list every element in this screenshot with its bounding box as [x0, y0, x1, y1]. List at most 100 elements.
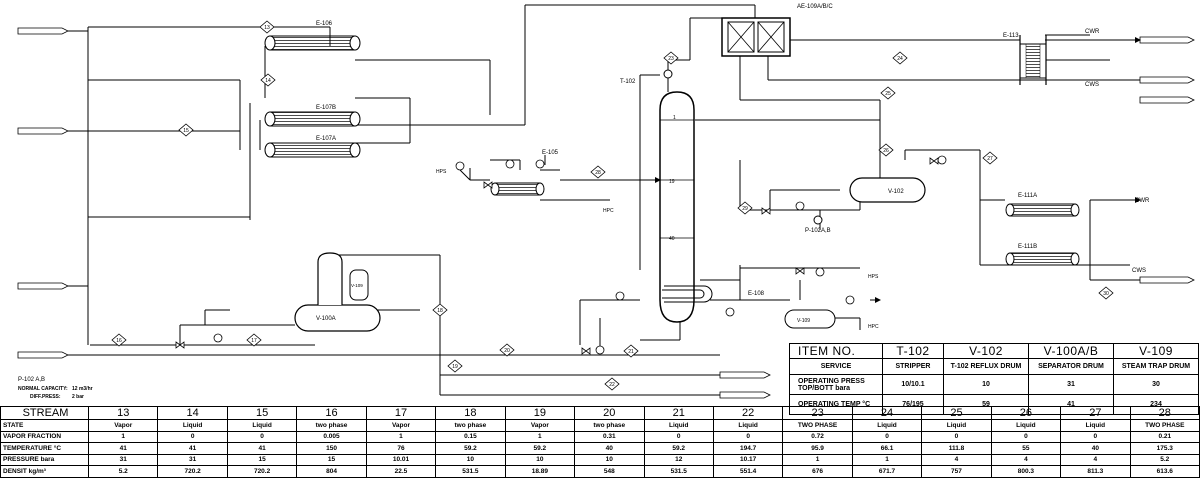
e107b-label: E-107B — [316, 105, 336, 111]
item-t102: T-102 — [882, 343, 944, 359]
stream-tag-14-label: 14 — [265, 78, 271, 84]
stream-cell: Liquid — [712, 419, 784, 432]
stream-tag-25-label: 25 — [885, 91, 891, 97]
stream-col-15: 15 — [226, 406, 298, 420]
stream-cell: 720.2 — [226, 465, 298, 478]
stream-cell: 76 — [365, 442, 437, 455]
stream-col-17: 17 — [365, 406, 437, 420]
e113-label: E-113 — [1003, 33, 1019, 39]
stream-cell: 10 — [435, 453, 506, 466]
pressure-row: OPERATING PRESS TOP/BOTT bara 10/10.1 10… — [789, 374, 1199, 395]
stream-cell: two phase — [574, 419, 645, 432]
stream-tag-18-label: 18 — [437, 308, 443, 314]
stream-row-label: PRESSURE bara — [0, 453, 89, 466]
stream-tag-26: 26 — [878, 143, 894, 157]
equipment-table-head-row: ITEM NO. T-102 V-102 V-100A/B V-109 — [789, 343, 1199, 359]
stream-cell: 0 — [712, 430, 784, 443]
exchanger-e111b: E-111B CWS — [1005, 244, 1146, 274]
stream-cell: Liquid — [921, 419, 992, 432]
air-cooler-ae109: AE-109A/B/C — [721, 4, 833, 57]
stream-cell: TWO PHASE — [1129, 419, 1200, 432]
stream-tag-20-label: 20 — [504, 348, 510, 354]
piping — [68, 4, 1140, 396]
stream-cell: 551.4 — [712, 465, 784, 478]
stream-tag-18: 18 — [432, 303, 448, 317]
stream-cell: 41 — [157, 442, 228, 455]
stream-cell: 10.17 — [712, 453, 784, 466]
stream-col-13: 13 — [87, 406, 159, 420]
instruments — [175, 155, 947, 355]
stream-col-23: 23 — [782, 406, 853, 420]
stream-tag-28: 28 — [590, 165, 606, 179]
stream-col-26: 26 — [990, 406, 1062, 420]
stream-cell: Liquid — [990, 419, 1062, 432]
stream-cell: 66.1 — [851, 442, 923, 455]
service-v109: STEAM TRAP DRUM — [1113, 358, 1199, 375]
stream-cell: 40 — [1060, 442, 1131, 455]
e111b-label: E-111B — [1018, 244, 1037, 250]
stream-tag-29: 29 — [737, 201, 753, 215]
stream-row-label: STATE — [0, 419, 89, 432]
press-v109: 30 — [1113, 374, 1199, 395]
item-v109: V-109 — [1113, 343, 1199, 359]
stream-cell: 12 — [643, 453, 714, 466]
exchanger-e111a: E-111A CWR — [1005, 193, 1150, 217]
stream-tag-30: 30 — [1098, 286, 1114, 300]
e106-label: E-106 — [316, 21, 333, 27]
stream-cell: 0.72 — [782, 430, 853, 443]
stream-cell: TWO PHASE — [782, 419, 853, 432]
stream-tag-30-label: 30 — [1103, 291, 1109, 297]
v100a-label: V-100A — [316, 316, 336, 322]
press-label: OPERATING PRESS TOP/BOTT bara — [789, 374, 883, 395]
stream-tag-16: 16 — [111, 333, 127, 347]
stream-cell: 1 — [87, 430, 159, 443]
stream-cell: 18.89 — [504, 465, 576, 478]
stream-row-label: TEMPERATURE °C — [0, 442, 89, 455]
pump-note-title: P-102 A,B — [18, 377, 45, 383]
item-v100ab: V-100A/B — [1028, 343, 1114, 359]
stream-cell: two phase — [435, 419, 506, 432]
v102-label: V-102 — [888, 189, 904, 195]
stream-tag-27-label: 27 — [987, 156, 993, 162]
stream-tag-28-label: 28 — [595, 170, 601, 176]
stream-cell: 1 — [504, 430, 576, 443]
stream-tag-27: 27 — [982, 151, 998, 165]
cws-label-top: CWS — [1085, 82, 1099, 88]
e107a-label: E-107A — [316, 136, 336, 142]
cws-label-e111: CWS — [1132, 268, 1146, 274]
exchanger-e106: E-106 — [264, 21, 361, 51]
exchanger-e105: E-105 HPS HPC — [436, 150, 614, 214]
stream-cell: 0 — [157, 430, 228, 443]
stream-tag-14: 14 — [260, 73, 276, 87]
service-label: SERVICE — [789, 358, 883, 375]
equipment-table: ITEM NO. T-102 V-102 V-100A/B V-109 SERV… — [789, 343, 1199, 415]
reboiler-e108: E-108 V-109 HPS HPC — [748, 274, 879, 330]
stream-cell: 531.5 — [435, 465, 506, 478]
drum-v102: V-102 P-102A,B — [805, 177, 926, 234]
stream-tag-22: 22 — [604, 377, 620, 391]
stream-cell: 15 — [226, 453, 298, 466]
process-flow-diagram: AE-109A/B/C E-113 CWR CWS E-106 E-107B E… — [17, 4, 1195, 400]
stream-tag-13: 13 — [259, 20, 275, 34]
pump-note-cap-label: NORMAL CAPACITY: — [18, 386, 68, 392]
column-t102: T-102 1 19 40 — [620, 69, 713, 323]
ae109-label: AE-109A/B/C — [797, 4, 833, 10]
v109-label: V-109 — [797, 318, 810, 324]
stream-col-18: 18 — [435, 406, 506, 420]
e105-label: E-105 — [542, 150, 559, 156]
stream-cell: 800.3 — [990, 465, 1062, 478]
hpc-label-e105: HPC — [603, 208, 614, 214]
stream-cell: 0.21 — [1129, 430, 1200, 443]
stream-cell: 10.01 — [365, 453, 437, 466]
tray-bottom: 40 — [669, 236, 675, 242]
e111a-label: E-111A — [1018, 193, 1037, 199]
stream-cell: 0.005 — [296, 430, 367, 443]
stream-cell: 41 — [226, 442, 298, 455]
stream-cell: 150 — [296, 442, 367, 455]
press-v100ab: 31 — [1028, 374, 1114, 395]
item-no-label: ITEM NO. — [789, 343, 883, 359]
cwr-label-top: CWR — [1085, 29, 1100, 35]
